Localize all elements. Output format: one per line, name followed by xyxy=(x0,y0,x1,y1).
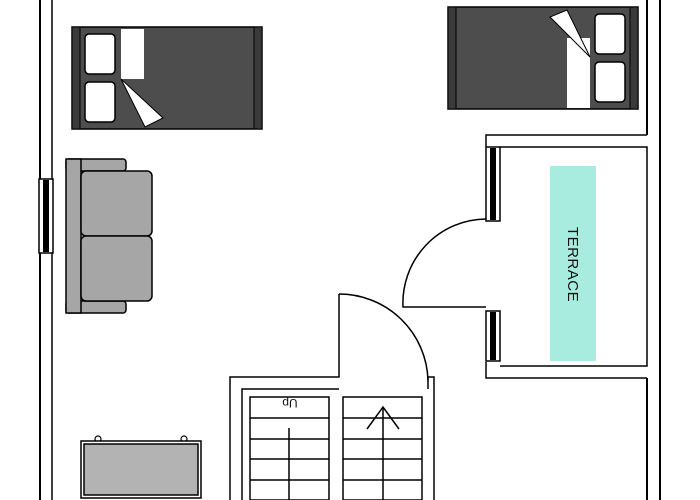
pillow xyxy=(594,13,626,55)
sofa-seat xyxy=(80,170,153,237)
terrace-label-text: TERRACE xyxy=(564,226,582,302)
pillow xyxy=(594,61,626,103)
table xyxy=(80,435,202,499)
sofa xyxy=(65,158,153,314)
terrace-walls xyxy=(485,134,648,379)
arrow-up-icon xyxy=(366,405,400,430)
terrace-label: TERRACE xyxy=(550,167,596,361)
bed-left xyxy=(71,26,263,130)
right-wall xyxy=(646,0,661,500)
bed-right xyxy=(447,6,639,110)
terrace-window-top xyxy=(485,146,501,222)
sofa-seat xyxy=(80,235,153,302)
pillow xyxy=(84,33,116,75)
stairs-up-label: Up xyxy=(282,396,298,410)
pillow xyxy=(84,81,116,123)
terrace-area xyxy=(550,166,596,361)
stair-flight-up xyxy=(342,396,423,500)
stair-door[interactable] xyxy=(338,293,429,381)
terrace-door[interactable] xyxy=(402,218,487,308)
terrace-window-bottom xyxy=(485,310,501,362)
stair-walls xyxy=(229,294,435,500)
stair-flight-down xyxy=(249,396,330,500)
left-wall-window xyxy=(38,178,54,254)
